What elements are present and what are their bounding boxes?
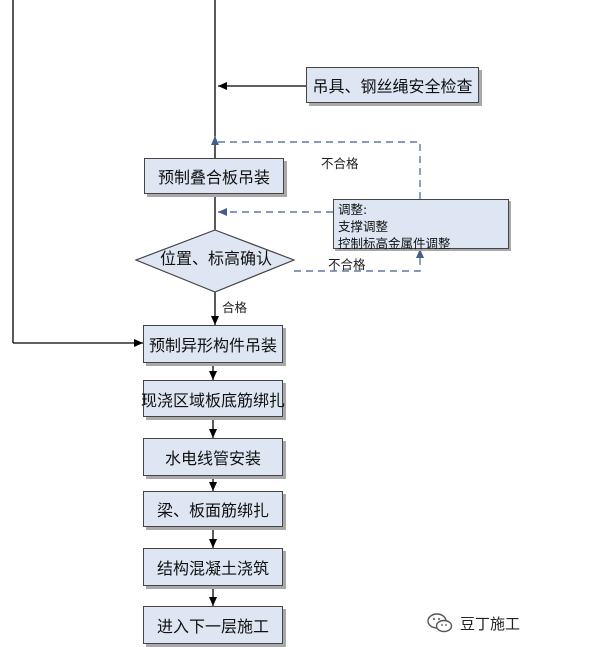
feedback-loop-upper	[211, 136, 421, 199]
pass-label: 合格	[222, 300, 248, 315]
watermark: 豆丁施工	[426, 611, 520, 635]
plumbing-electrical-conduit-box: 水电线管安装	[143, 438, 283, 476]
next-floor-box: 进入下一层施工	[143, 606, 283, 644]
fail-label-lower: 不合格	[328, 257, 366, 272]
beam-slab-rebar-label: 梁、板面筋绑扎	[156, 501, 269, 520]
precast-slab-hoisting-box: 预制叠合板吊装	[144, 158, 284, 194]
adjustment-note-line2: 控制标高金属件调整	[338, 236, 451, 251]
decision-diamond-label: 位置、标高确认	[159, 249, 272, 268]
structural-concrete-box: 结构混凝土浇筑	[143, 548, 283, 586]
wechat-logo-icon	[427, 613, 453, 633]
rigging-check-box: 吊具、钢丝绳安全检查	[306, 67, 479, 103]
adjustment-note-line1: 支撑调整	[338, 219, 389, 234]
adjustment-note-box: 调整: 支撑调整 控制标高金属件调整	[333, 199, 509, 251]
precast-slab-hoisting-label: 预制叠合板吊装	[157, 168, 270, 187]
feedback-loop-lower	[294, 249, 424, 272]
cast-in-place-rebar-label: 现浇区域板底筋绑扎	[141, 390, 286, 410]
special-member-hoisting-box: 预制异形构件吊装	[143, 325, 283, 363]
structural-concrete-label: 结构混凝土浇筑	[156, 559, 269, 578]
special-member-hoisting-label: 预制异形构件吊装	[148, 336, 277, 355]
adjustment-note-title: 调整:	[338, 202, 368, 217]
fail-label-upper: 不合格	[321, 156, 359, 171]
watermark-text: 豆丁施工	[460, 614, 521, 633]
cast-in-place-rebar-box: 现浇区域板底筋绑扎	[141, 380, 286, 417]
plumbing-electrical-conduit-label: 水电线管安装	[164, 449, 261, 468]
next-floor-label: 进入下一层施工	[156, 617, 269, 636]
beam-slab-rebar-box: 梁、板面筋绑扎	[143, 491, 283, 527]
decision-diamond	[134, 229, 296, 293]
rigging-check-label: 吊具、钢丝绳安全检查	[312, 77, 473, 96]
